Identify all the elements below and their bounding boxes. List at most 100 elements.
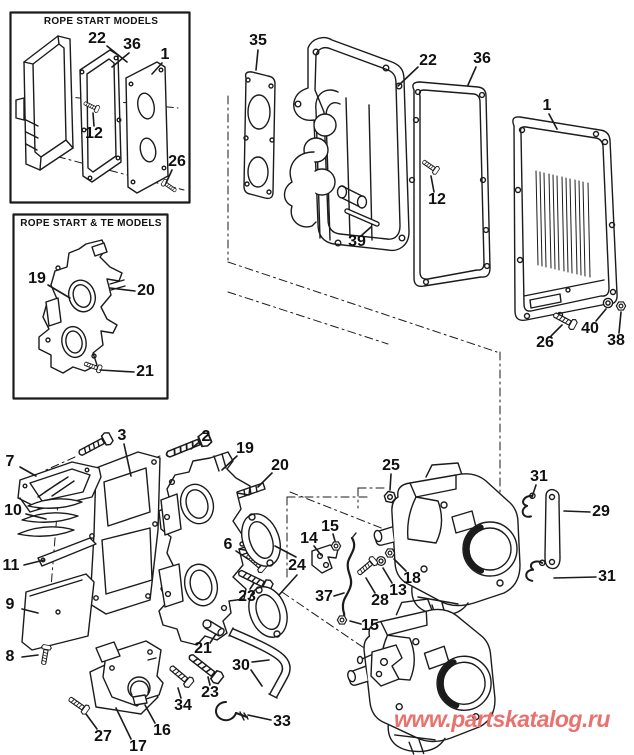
leader-line-27 — [85, 713, 98, 730]
callout-18: 18 — [403, 570, 421, 587]
leader-line-12 — [430, 175, 435, 193]
leader-line-10 — [25, 513, 47, 520]
reed-housing-7 — [17, 461, 102, 513]
link-29 — [544, 488, 561, 570]
cover-plate-inset — [15, 35, 74, 171]
leader-line-38 — [618, 311, 622, 334]
manifold-bracket-inset — [38, 239, 126, 374]
callout-21: 21 — [136, 363, 154, 380]
callout-20: 20 — [137, 282, 155, 299]
bracket-16 — [95, 640, 164, 707]
leader-line-24 — [274, 545, 297, 558]
callout-19: 19 — [236, 440, 254, 457]
callout-21: 21 — [194, 640, 212, 657]
callout-1: 1 — [160, 46, 170, 63]
leader-line-9 — [21, 608, 39, 614]
hose-30 — [228, 627, 291, 699]
callout-8: 8 — [5, 648, 15, 665]
callout-37: 37 — [315, 588, 333, 605]
leader-line-33 — [247, 714, 272, 721]
inset-title-rope-start: ROPE START MODELS — [43, 16, 159, 27]
callout-39: 39 — [348, 233, 366, 250]
intake-manifold-19 — [158, 451, 253, 646]
leader-line-12 — [92, 112, 95, 127]
cover-1 — [512, 116, 618, 321]
gasket-24-upper — [241, 513, 281, 567]
callout-22: 22 — [419, 52, 437, 69]
callout-34: 34 — [174, 697, 192, 714]
leader-line-30 — [250, 669, 263, 687]
leader-line-14 — [313, 545, 322, 556]
plate-9 — [21, 573, 95, 651]
callout-31: 31 — [598, 568, 616, 585]
callout-2: 2 — [201, 428, 211, 445]
leader-line-39 — [361, 226, 372, 236]
gasket-36 — [408, 81, 491, 288]
throttle-lever-lower-carb — [356, 644, 403, 687]
callout-36: 36 — [473, 50, 491, 67]
inset-box-rope-start-te — [12, 213, 169, 400]
leader-line-21 — [209, 633, 217, 644]
callout-26: 26 — [168, 153, 186, 170]
stud-20a — [236, 482, 266, 499]
leader-line-36 — [111, 52, 130, 68]
leader-line-26 — [550, 324, 563, 337]
callout-15: 15 — [361, 617, 379, 634]
leader-line-34 — [177, 687, 182, 699]
callout-27: 27 — [94, 728, 112, 745]
inset-title-rope-start-te: ROPE START & TE MODELS — [20, 218, 162, 229]
dowel-pin-39 — [344, 208, 380, 227]
callout-3: 3 — [117, 427, 127, 444]
callout-14: 14 — [300, 530, 318, 547]
leader-line-19 — [47, 284, 71, 299]
gasket-inset — [79, 49, 122, 183]
callout-25: 25 — [382, 457, 400, 474]
callout-26: 26 — [536, 334, 554, 351]
callout-17: 17 — [129, 738, 147, 755]
link-rod-37 — [341, 532, 357, 618]
leader-line-15 — [332, 533, 336, 542]
callout-20: 20 — [271, 457, 289, 474]
leader-line-29 — [563, 510, 591, 513]
leader-line-11 — [23, 559, 45, 566]
leader-line-26 — [165, 169, 173, 184]
reed-valves-10 — [17, 498, 83, 537]
leader-line-23 — [207, 676, 211, 686]
leader-line-21 — [99, 369, 135, 373]
leader-line-17 — [115, 707, 132, 740]
leader-line-36 — [467, 66, 477, 86]
leader-line-7 — [19, 466, 37, 477]
callout-40: 40 — [581, 320, 599, 337]
callout-31: 31 — [530, 468, 548, 485]
gasket-24-lower — [248, 586, 288, 638]
callout-16: 16 — [153, 722, 171, 739]
callout-22: 22 — [88, 30, 106, 47]
leader-line-23 — [249, 582, 255, 590]
leader-line-31 — [531, 484, 537, 498]
leader-line-40 — [595, 308, 607, 322]
leader-line-31 — [553, 576, 597, 579]
callout-10: 10 — [4, 502, 22, 519]
leader-line-19 — [221, 455, 238, 471]
callout-36: 36 — [123, 36, 141, 53]
leader-line-37 — [333, 592, 345, 597]
leader-line-24 — [278, 574, 298, 596]
leader-line-35 — [255, 49, 259, 71]
leader-line-20 — [109, 287, 136, 292]
callout-15: 15 — [321, 518, 339, 535]
leader-line-1 — [151, 62, 163, 75]
gasket-35 — [243, 71, 276, 200]
leader-line-30 — [251, 659, 270, 663]
leader-line-22 — [397, 66, 419, 87]
callout-23: 23 — [201, 684, 219, 701]
clip-33 — [214, 701, 249, 722]
leader-line-13 — [382, 567, 393, 584]
leader-line-25 — [389, 473, 392, 491]
leader-line-22 — [106, 45, 128, 63]
exhaust-plate-inset — [125, 61, 169, 194]
callout-33: 33 — [273, 713, 291, 730]
gasket-3 — [89, 451, 161, 615]
